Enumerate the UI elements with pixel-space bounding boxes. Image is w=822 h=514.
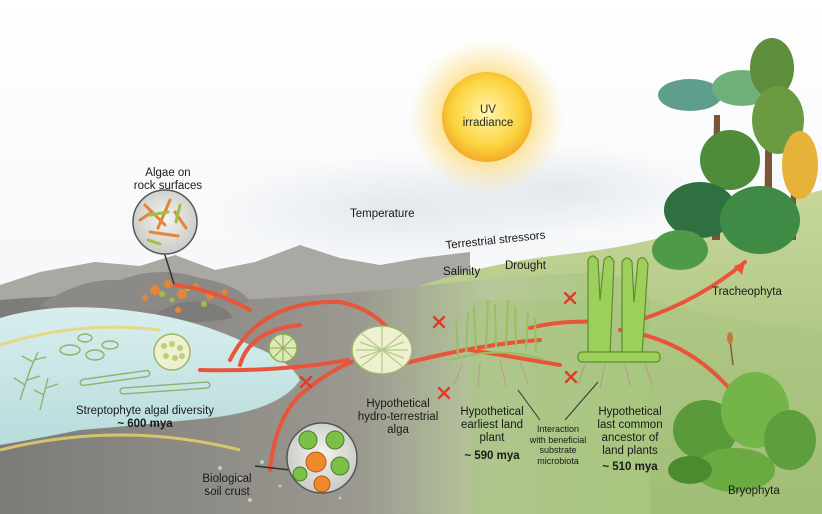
rock-outcrop	[150, 301, 232, 322]
dead-end-crosses	[299, 291, 578, 400]
algae-rock-label-line: Algae on	[145, 167, 191, 179]
hydro-label-line: Hypothetical	[366, 398, 430, 410]
hydro-terrestrial-alga	[351, 325, 413, 375]
earliest-label-line: plant	[479, 432, 505, 444]
lca-age: ~ 510 mya	[602, 461, 658, 473]
drought-label: Drought	[505, 260, 546, 272]
salinity-label: Salinity	[443, 266, 481, 278]
shoreline	[0, 433, 241, 452]
streptophyte-label: Streptophyte algal diversity ~ 600 mya	[62, 405, 228, 431]
earliest-label-line: earliest land	[460, 419, 523, 431]
interaction-label: Interaction with beneficial substrate mi…	[523, 424, 593, 466]
cross-icon	[432, 315, 446, 329]
interaction-label-line: with beneficial	[529, 434, 587, 445]
streptophyte-algae	[13, 333, 211, 411]
sun-icon	[409, 39, 565, 195]
hydro-label-line: alga	[387, 424, 409, 436]
soil-crust-lens	[254, 422, 358, 494]
tracheophyta-label: Tracheophyta	[712, 286, 782, 298]
temperature-label: Temperature	[350, 208, 415, 220]
bryophyta-label: Bryophyta	[728, 485, 780, 497]
shoreline	[0, 325, 161, 347]
hydro-label-line: hydro-terrestrial	[357, 411, 439, 423]
cross-icon	[299, 375, 313, 389]
hydro-label: Hypothetical hydro-terrestrial alga	[352, 398, 444, 437]
soil-crust-label: Biological soil crust	[196, 473, 258, 499]
water-body	[0, 307, 300, 445]
lca-label-line: land plants	[602, 445, 658, 457]
cross-icon	[437, 386, 451, 400]
earliest-label-line: Hypothetical	[460, 406, 524, 418]
lca-label-line: ancestor of	[601, 432, 659, 444]
soil-crust-label-line: soil crust	[204, 486, 250, 498]
algae-rock-label: Algae on rock surfaces	[128, 167, 208, 193]
interaction-label-line: Interaction	[536, 424, 580, 434]
earliest-land-plant	[449, 299, 546, 389]
lca-label: Hypothetical last common ancestor of lan…	[590, 406, 670, 474]
bryophyta-mosses	[668, 332, 816, 492]
algae-rock-label-line: rock surfaces	[133, 180, 203, 192]
uv-label-line: UV	[480, 104, 496, 116]
cross-icon	[563, 291, 577, 305]
tracheophyta-trees	[652, 38, 818, 270]
pointer-lines	[517, 381, 599, 421]
uv-label: UV irradiance	[462, 104, 514, 130]
interaction-label-line: substrate	[539, 445, 577, 455]
lca-plant	[577, 255, 661, 389]
colony-alga	[153, 333, 191, 371]
streptophyte-age: ~ 600 mya	[117, 418, 173, 430]
soil-crust-label-line: Biological	[202, 473, 252, 485]
uv-label-line: irradiance	[462, 117, 514, 129]
lca-label-line: Hypothetical	[598, 406, 662, 418]
star-alga	[268, 333, 298, 363]
algae-rock-lens	[132, 189, 198, 285]
earliest-label: Hypothetical earliest land plant ~ 590 m…	[455, 406, 529, 463]
streptophyte-label-text: Streptophyte algal diversity	[75, 405, 215, 417]
cross-icon	[564, 370, 578, 384]
interaction-label-line: microbiota	[537, 455, 579, 466]
earliest-age: ~ 590 mya	[464, 450, 520, 462]
lca-label-line: last common	[597, 419, 663, 431]
